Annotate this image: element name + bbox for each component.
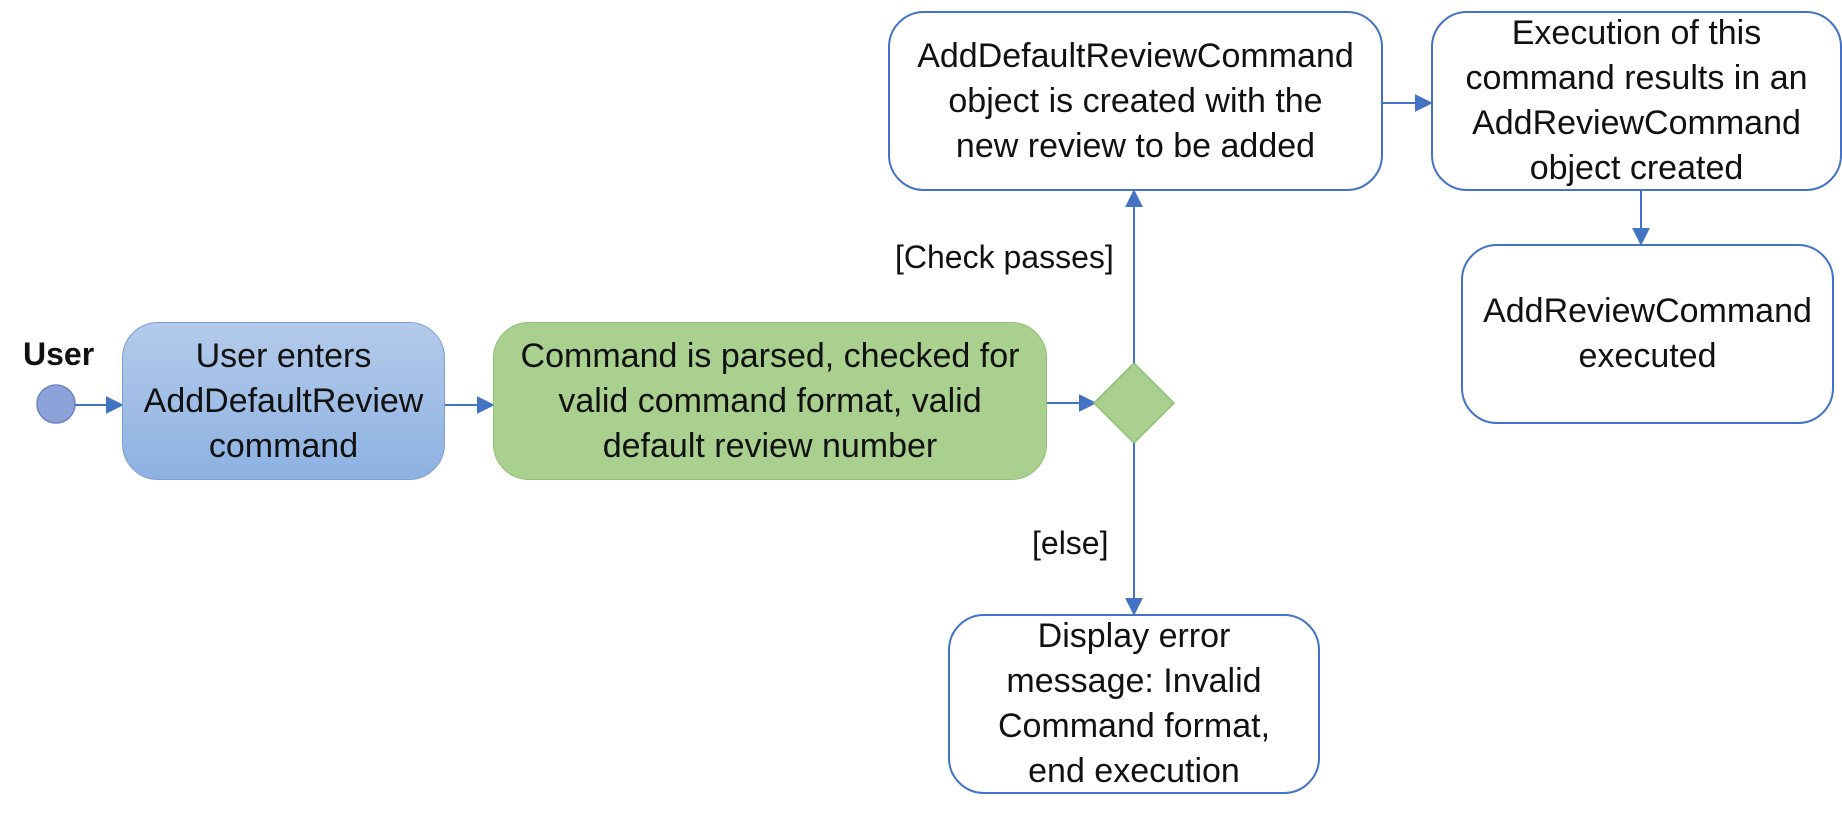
start-node	[36, 384, 76, 424]
action-display-error: Display error message: Invalid Command f…	[948, 614, 1320, 794]
action-label: AddReviewCommand executed	[1483, 292, 1812, 375]
guard-else: [else]	[1032, 525, 1109, 561]
guard-check-passes: [Check passes]	[895, 239, 1114, 275]
action-create-command-object: AddDefaultReviewCommand object is create…	[888, 11, 1383, 191]
action-label: Command is parsed, checked for valid com…	[520, 336, 1020, 465]
decision-node	[1092, 361, 1176, 445]
action-parse-and-check: Command is parsed, checked for valid com…	[493, 322, 1047, 480]
swimlane-title: User	[23, 336, 95, 372]
action-execution-results: Execution of this command results in an …	[1431, 11, 1842, 191]
action-command-executed: AddReviewCommand executed	[1461, 244, 1834, 424]
action-label: Execution of this command results in an …	[1465, 14, 1808, 187]
action-label: Display error message: Invalid Command f…	[997, 617, 1271, 790]
action-label: User enters AddDefaultReview command	[143, 336, 424, 465]
action-user-enters-command: User enters AddDefaultReview command	[122, 322, 445, 480]
action-label: AddDefaultReviewCommand object is create…	[917, 36, 1354, 165]
